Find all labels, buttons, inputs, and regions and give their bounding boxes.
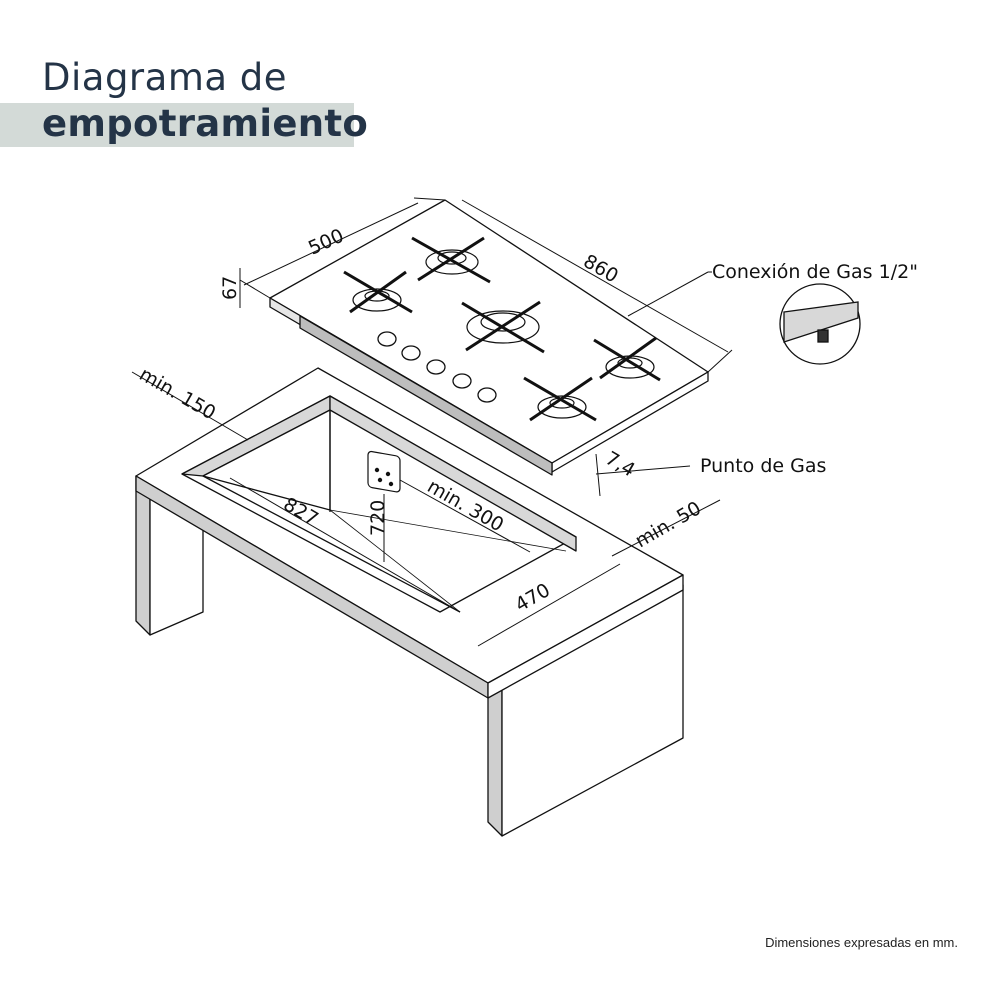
title-line-1: Diagrama de	[42, 56, 288, 99]
burner-front-right	[523, 376, 597, 422]
gas-point-outlet	[367, 450, 401, 493]
gas-connection-detail	[779, 283, 861, 365]
burner-left	[343, 270, 413, 314]
knob-4	[452, 373, 472, 389]
burner-center	[461, 300, 545, 354]
knob-5	[477, 387, 497, 403]
callout-gas-connection: Conexión de Gas 1/2"	[712, 261, 918, 283]
control-knobs	[377, 331, 497, 403]
cabinet-left-leg	[135, 475, 151, 636]
knob-1	[377, 331, 397, 347]
dim-depth: 500	[305, 225, 347, 260]
dim-thickness: 7,4	[602, 447, 639, 481]
burner-right	[593, 336, 661, 382]
dim-rear-clearance: min. 150	[136, 363, 220, 424]
title-line-2: empotramiento	[42, 102, 369, 145]
burner-rear-left	[411, 236, 491, 284]
callout-gas-point: Punto de Gas	[700, 455, 826, 477]
dim-height: 67	[219, 276, 241, 300]
dimension-lines	[131, 197, 733, 647]
knob-2	[401, 345, 421, 361]
dim-front-clearance: min. 50	[632, 497, 705, 552]
burners	[343, 236, 661, 422]
dim-gas-height: 720	[367, 500, 389, 536]
footnote: Dimensiones expresadas en mm.	[765, 935, 958, 950]
knob-3	[426, 359, 446, 375]
dim-width: 860	[580, 250, 622, 287]
title-band	[0, 103, 354, 147]
cabinet	[135, 367, 684, 837]
